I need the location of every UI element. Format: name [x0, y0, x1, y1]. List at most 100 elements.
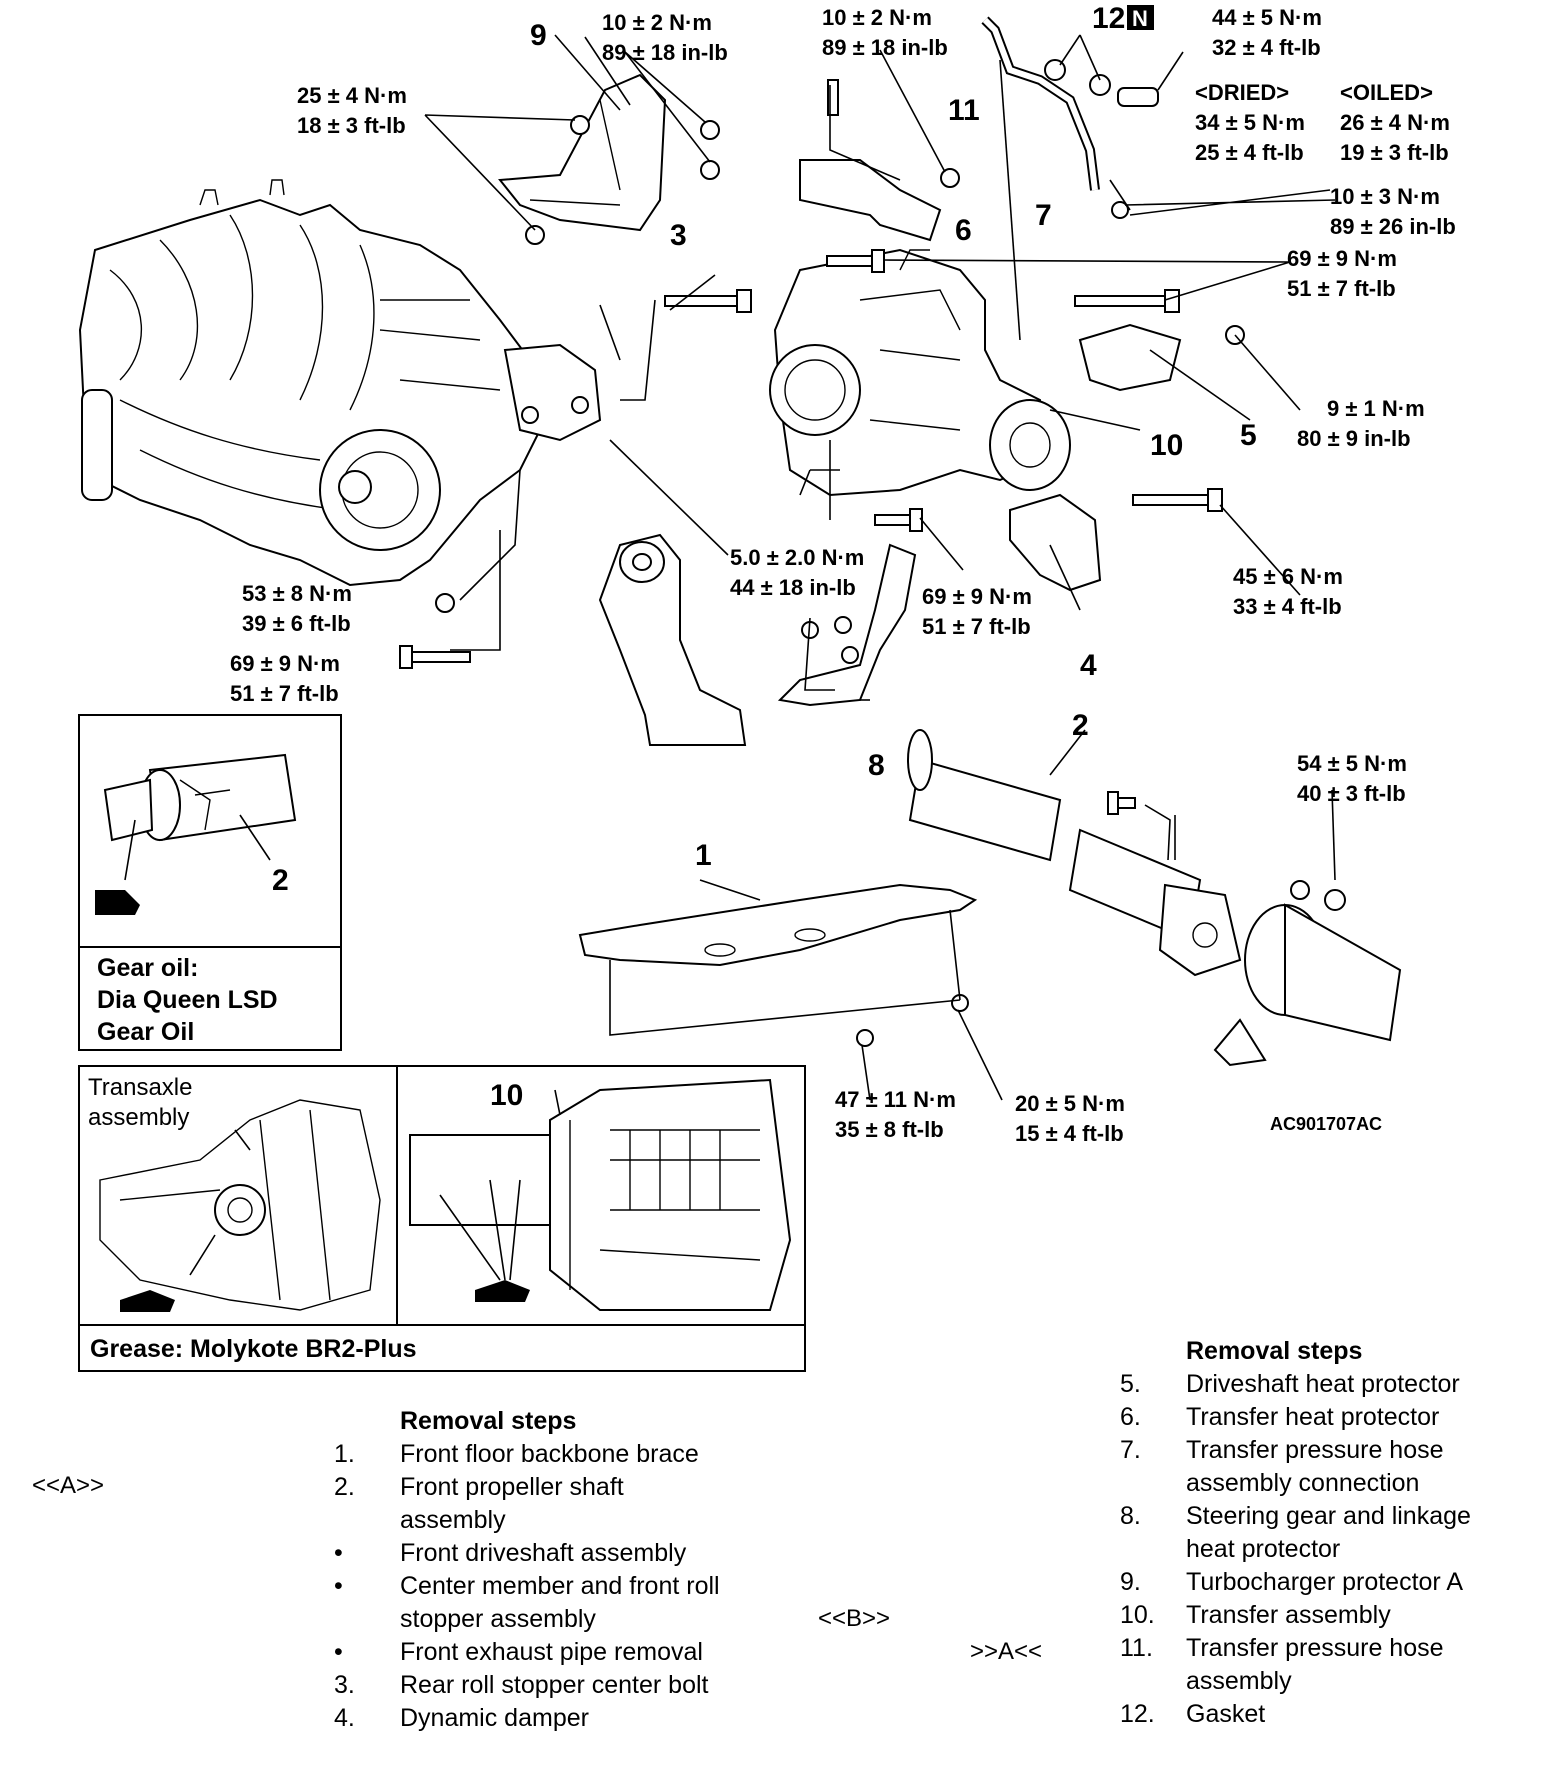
step-text: Driveshaft heat protector: [1186, 1370, 1460, 1398]
torque-label-t1-imp: 89 ± 18 in-lb: [602, 40, 728, 65]
torque-label-t10-imp: 51 ± 7 ft-lb: [230, 681, 339, 706]
transfer-assembly: [769, 248, 1071, 497]
step-num: 8.: [1120, 1502, 1141, 1530]
callout-2: 2: [1072, 709, 1089, 742]
step-item: • Front exhaust pipe removal: [334, 1636, 764, 1669]
callout-3: 3: [670, 219, 687, 252]
step-item: 12.Gasket: [1120, 1698, 1560, 1731]
step-text: Front exhaust pipe removal: [400, 1638, 703, 1666]
figure-code: AC901707AC: [1270, 1114, 1382, 1134]
step-num: 11.: [1120, 1634, 1153, 1662]
torque-label-t7-imp: 80 ± 9 in-lb: [1297, 426, 1411, 451]
gear-oil-caption-3: Gear Oil: [97, 1018, 194, 1046]
step-num: 5.: [1120, 1370, 1141, 1398]
step-text: Steering gear and linkage heat protector: [1186, 1502, 1471, 1563]
oiled-heading: <OILED>: [1340, 80, 1433, 105]
torque-label-t11-nm: 69 ± 9 N·m: [922, 584, 1032, 609]
torque-label-t6-nm: 69 ± 9 N·m: [1287, 246, 1397, 271]
step-item: 1.Front floor backbone brace: [334, 1438, 764, 1471]
step-text: Turbocharger protector A: [1186, 1568, 1463, 1596]
torque-label-t15-nm: 20 ± 5 N·m: [1015, 1091, 1125, 1116]
step-text: Center member and front roll stopper ass…: [400, 1572, 720, 1633]
transaxle-label-1: Transaxle: [88, 1074, 192, 1101]
callout-12-badge: N: [1132, 6, 1148, 31]
step-item: •Front driveshaft assembly: [334, 1537, 764, 1570]
step-num: 3.: [334, 1671, 355, 1699]
transaxle-assembly: [78, 179, 602, 587]
step-text: Front propeller shaft assembly: [400, 1473, 624, 1534]
dried-imp: 25 ± 4 ft-lb: [1195, 140, 1304, 165]
torque-label-t2-imp: 89 ± 18 in-lb: [822, 35, 948, 60]
torque-label-t5-nm: 10 ± 3 N·m: [1330, 184, 1440, 209]
callout-6: 6: [955, 214, 972, 247]
dried-nm: 34 ± 5 N·m: [1195, 110, 1305, 135]
callout-5: 5: [1240, 419, 1257, 452]
removal-steps-left-heading: Removal steps: [400, 1407, 577, 1435]
torque-label-t6-imp: 51 ± 7 ft-lb: [1287, 276, 1396, 301]
torque-label-t12-imp: 33 ± 4 ft-lb: [1233, 594, 1342, 619]
service-marker-b: <<B>>: [818, 1605, 891, 1632]
step-item: 10.Transfer assembly: [1120, 1599, 1560, 1632]
step-item: 4. Dynamic damper: [334, 1702, 764, 1735]
callout-12: 12: [1092, 2, 1125, 35]
torque-label-t8-imp: 44 ± 18 in-lb: [730, 575, 856, 600]
dried-heading: <DRIED>: [1195, 80, 1289, 105]
inset-gear-oil-callout: 2: [272, 864, 289, 897]
step-text: Dynamic damper: [400, 1704, 589, 1732]
step-num: 6.: [1120, 1403, 1141, 1431]
bolts: [399, 79, 1245, 1047]
callout-7: 7: [1035, 199, 1052, 232]
oiled-imp: 19 ± 3 ft-lb: [1340, 140, 1449, 165]
torque-label-t9-nm: 53 ± 8 N·m: [242, 581, 352, 606]
torque-label-t14-nm: 47 ± 11 N·m: [835, 1087, 956, 1112]
step-text: Front floor backbone brace: [400, 1440, 699, 1468]
torque-label-t3-imp: 32 ± 4 ft-lb: [1212, 35, 1321, 60]
inset-grease-callout: 10: [490, 1079, 523, 1112]
step-text: Transfer heat protector: [1186, 1403, 1440, 1431]
callout-numbers: 1 2 3 4 5 6 7 8 9 10 11 12 N: [530, 2, 1257, 872]
step-num: •: [334, 1572, 343, 1600]
leader-lines: [424, 34, 1336, 1101]
torque-label-t4-nm: 25 ± 4 N·m: [297, 83, 407, 108]
steering-gear-heat-protector: [777, 543, 917, 707]
torque-label-t3-nm: 44 ± 5 N·m: [1212, 5, 1322, 30]
torque-label-t8-nm: 5.0 ± 2.0 N·m: [730, 545, 864, 570]
step-item: 7. Transfer pressure hose assembly connec…: [1120, 1434, 1560, 1500]
callout-1: 1: [695, 839, 712, 872]
step-num: 4.: [334, 1704, 355, 1732]
turbocharger-protector-a: [498, 73, 667, 232]
callout-badge-box: [1127, 5, 1154, 30]
front-propeller-shaft: [907, 729, 1402, 1067]
gear-oil-caption-1: Gear oil:: [97, 954, 198, 982]
torque-label-t9-imp: 39 ± 6 ft-lb: [242, 611, 351, 636]
step-num: •: [334, 1638, 343, 1666]
step-item: 11.Transfer pressure hose assembly: [1120, 1632, 1560, 1698]
step-item: 6. Transfer heat protector: [1120, 1401, 1560, 1434]
step-num: 10.: [1120, 1601, 1155, 1629]
removal-steps-right-heading: Removal steps: [1186, 1337, 1363, 1365]
torque-label-t13-imp: 40 ± 3 ft-lb: [1297, 781, 1406, 806]
torque-label-t14-imp: 35 ± 8 ft-lb: [835, 1117, 944, 1142]
step-text: Front driveshaft assembly: [400, 1539, 687, 1567]
step-text: Rear roll stopper center bolt: [400, 1671, 709, 1699]
transfer-heat-protector: [799, 159, 942, 242]
gear-oil-caption-2: Dia Queen LSD: [97, 986, 278, 1014]
step-item: • Center member and front roll stopper as…: [334, 1570, 764, 1636]
rear-roll-stopper-bracket: [598, 533, 747, 746]
step-text: Transfer pressure hose assembly connecti…: [1186, 1436, 1444, 1497]
callout-8: 8: [868, 749, 885, 782]
torque-label-t7-nm: 9 ± 1 N·m: [1327, 396, 1425, 421]
driveshaft-heat-protector: [1078, 323, 1182, 392]
removal-steps-left: Removal steps 1.Front floor backbone bra…: [334, 1405, 764, 1735]
step-item: 2. Front propeller shaft assembly: [334, 1471, 764, 1537]
callout-4: 4: [1080, 649, 1097, 682]
step-item: 9. Turbocharger protector A: [1120, 1566, 1560, 1599]
step-num: 9.: [1120, 1568, 1141, 1596]
step-num: 7.: [1120, 1436, 1141, 1464]
torque-label-t1-nm: 10 ± 2 N·m: [602, 10, 712, 35]
step-num: 2.: [334, 1473, 355, 1501]
callout-9: 9: [530, 19, 547, 52]
grease-caption: Grease: Molykote BR2-Plus: [90, 1335, 417, 1363]
transfer-pressure-hose: [981, 16, 1159, 219]
